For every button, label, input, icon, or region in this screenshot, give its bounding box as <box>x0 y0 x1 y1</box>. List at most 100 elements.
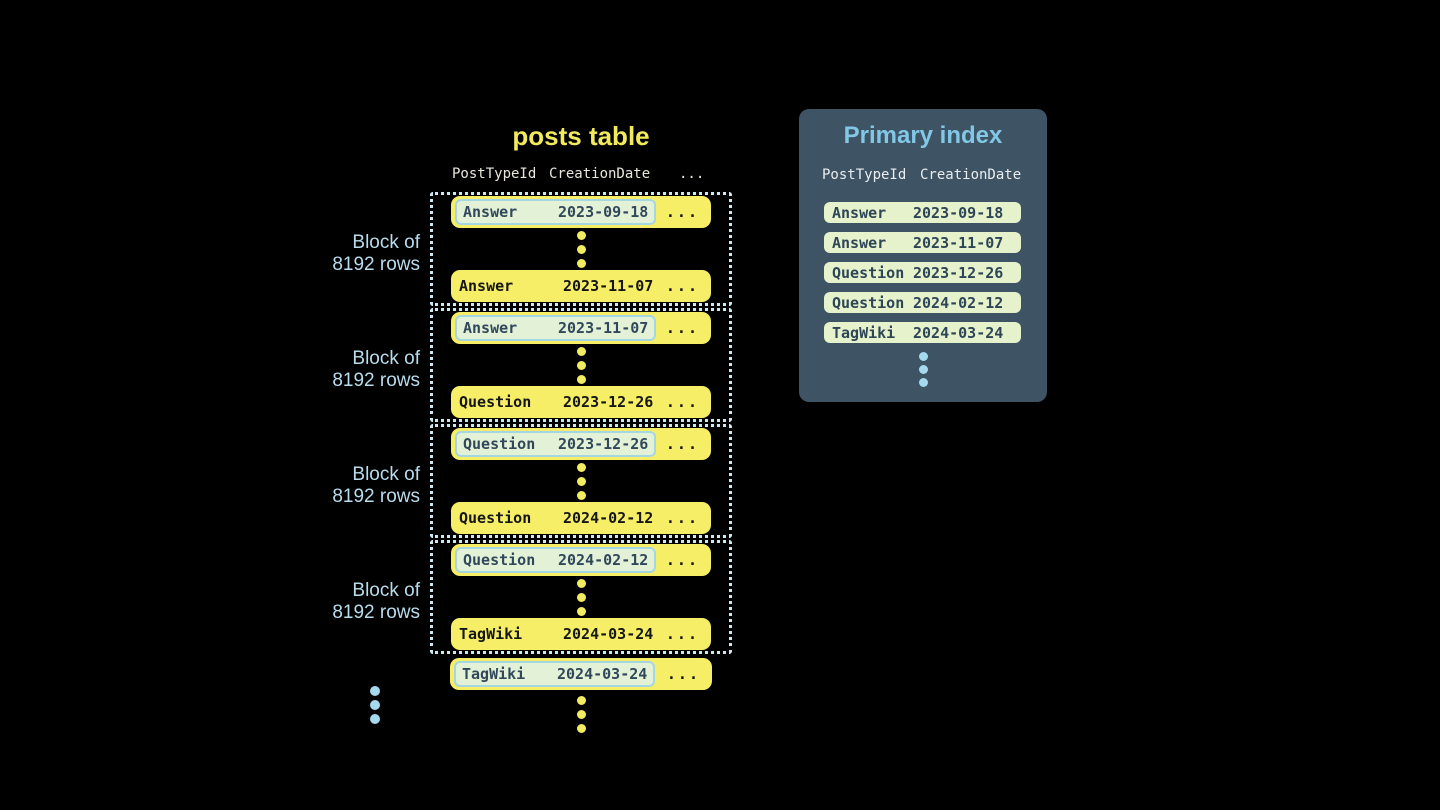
block-label-line2: 8192 rows <box>332 370 420 391</box>
dot <box>576 710 586 719</box>
row-highlight-box: Question 2023-12-26 <box>455 431 657 457</box>
row-highlight-box: Answer 2023-11-07 <box>455 315 657 341</box>
row-date: 2023-12-26 <box>563 393 654 411</box>
row-type: TagWiki <box>459 625 523 643</box>
primary-index-panel: Primary index PostTypeId CreationDate Ans… <box>799 109 1047 402</box>
column-header-creationdate: CreationDate <box>549 166 651 182</box>
row-date: 2024-03-24 <box>913 323 1004 342</box>
row-type: Answer <box>463 203 518 221</box>
block-label-1: Block of 8192 rows <box>260 232 420 276</box>
row-ellipsis: ... <box>665 435 699 453</box>
rows-ellipsis-dots <box>451 228 711 270</box>
index-row: Question 2023-12-26 <box>824 262 1021 283</box>
column-header-creationdate: CreationDate <box>920 167 1022 183</box>
row-ellipsis: ... <box>666 665 700 683</box>
dot <box>576 476 586 486</box>
row-block-3: Question 2023-12-26 ... Question 2024-02-1… <box>430 424 732 538</box>
primary-index-title: Primary index <box>843 122 1003 149</box>
index-row: Question 2024-02-12 <box>824 292 1021 313</box>
rows-ellipsis-dots <box>451 344 711 386</box>
table-row: TagWiki 2024-03-24 ... <box>451 618 711 650</box>
row-date: 2023-12-26 <box>913 263 1004 282</box>
row-block-1: Answer 2023-09-18 ... Answer 2023-11-07 ..… <box>430 192 732 306</box>
row-date: 2023-11-07 <box>563 277 654 295</box>
row-date: 2023-09-18 <box>558 203 649 221</box>
blocks-overflow-ellipsis-dots <box>370 686 380 724</box>
table-row: Answer 2023-11-07 ... <box>451 270 711 302</box>
row-date: 2024-03-24 <box>563 625 654 643</box>
dot <box>370 700 380 710</box>
row-ellipsis: ... <box>665 625 699 643</box>
posts-table-blocks: Answer 2023-09-18 ... Answer 2023-11-07 ..… <box>430 192 732 733</box>
row-date: 2024-02-12 <box>563 509 654 527</box>
row-date: 2023-11-07 <box>913 233 1004 252</box>
row-ellipsis: ... <box>665 551 699 569</box>
dot <box>918 365 928 374</box>
row-ellipsis: ... <box>665 203 699 221</box>
column-header-more-ellipsis: ... <box>679 166 705 182</box>
row-highlight-box: Answer 2023-09-18 <box>455 199 657 225</box>
row-type: Question <box>463 435 536 453</box>
block-label-4: Block of 8192 rows <box>260 580 420 624</box>
dot <box>576 490 586 500</box>
index-overflow-ellipsis-dots <box>799 352 1047 387</box>
dot <box>576 578 586 588</box>
rows-ellipsis-dots <box>451 460 711 502</box>
dot <box>918 378 928 387</box>
dot <box>576 346 586 356</box>
dot <box>370 686 380 696</box>
row-block-4: Question 2024-02-12 ... TagWiki 2024-03-24… <box>430 540 732 654</box>
table-row: Question 2024-02-12 ... <box>451 544 711 576</box>
row-type: Answer <box>463 319 518 337</box>
row-type: Question <box>832 263 905 282</box>
row-highlight-box: Question 2024-02-12 <box>455 547 657 573</box>
rows-ellipsis-dots <box>451 576 711 618</box>
block-label-line2: 8192 rows <box>332 254 420 275</box>
block-label-line1: Block of <box>352 348 420 369</box>
dot <box>576 462 586 472</box>
row-type: TagWiki <box>462 665 526 683</box>
dot <box>370 714 380 724</box>
dot <box>576 374 586 384</box>
block-label-line2: 8192 rows <box>332 486 420 507</box>
table-row: Question 2023-12-26 ... <box>451 428 711 460</box>
table-overflow-ellipsis-dots <box>430 696 732 733</box>
index-row: Answer 2023-09-18 <box>824 202 1021 223</box>
column-header-posttypeid: PostTypeId <box>822 167 907 183</box>
dot <box>576 258 586 268</box>
table-row: Answer 2023-11-07 ... <box>451 312 711 344</box>
row-type: Question <box>832 293 905 312</box>
row-type: Answer <box>832 203 887 222</box>
row-date: 2023-09-18 <box>913 203 1004 222</box>
dot <box>576 360 586 370</box>
row-type: Answer <box>459 277 514 295</box>
block-label-line1: Block of <box>352 232 420 253</box>
row-date: 2023-12-26 <box>558 435 649 453</box>
block-label-2: Block of 8192 rows <box>260 348 420 392</box>
row-ellipsis: ... <box>665 277 699 295</box>
row-ellipsis: ... <box>665 393 699 411</box>
row-ellipsis: ... <box>665 319 699 337</box>
dot <box>576 230 586 240</box>
row-date: 2024-02-12 <box>913 293 1004 312</box>
dot <box>576 244 586 254</box>
dot <box>918 352 928 361</box>
row-date: 2023-11-07 <box>558 319 649 337</box>
block-label-line2: 8192 rows <box>332 602 420 623</box>
row-date: 2024-02-12 <box>558 551 649 569</box>
dot <box>576 696 586 705</box>
dot <box>576 724 586 733</box>
row-type: Question <box>459 509 532 527</box>
row-ellipsis: ... <box>665 509 699 527</box>
primary-index-column-headers: PostTypeId CreationDate <box>822 167 1021 183</box>
row-type: Question <box>463 551 536 569</box>
